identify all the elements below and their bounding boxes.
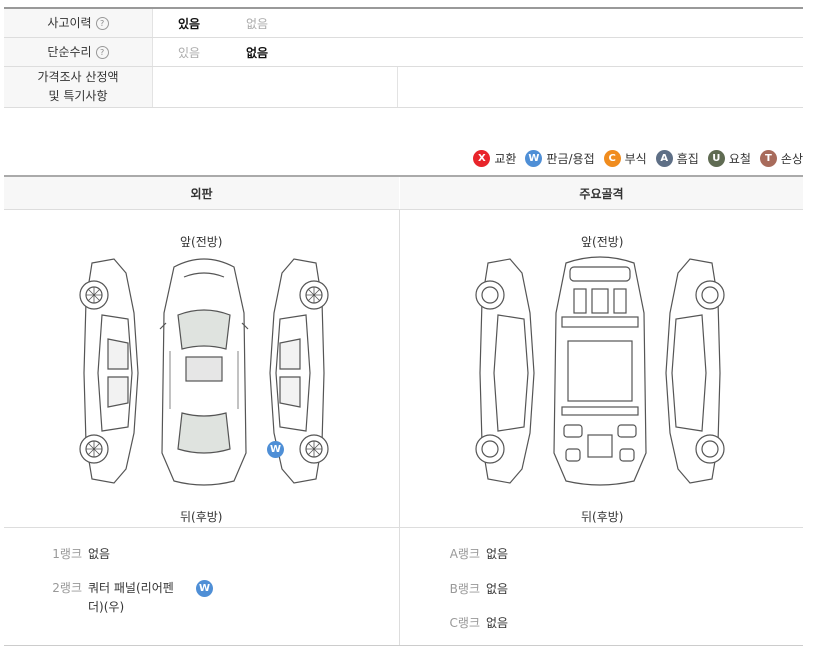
right-side-view-icon [665, 258, 725, 484]
legend-label: 요철 [728, 151, 751, 166]
row-divider [4, 527, 803, 528]
exterior-panel-header: 외판 [4, 177, 399, 210]
row-header: 사고이력 ? [4, 9, 153, 37]
legend-item-exchange: X 교환 [473, 149, 517, 167]
frame-panel-header: 주요골격 [400, 177, 803, 210]
legend-label: 손상 [780, 151, 803, 166]
accident-history-row: 사고이력 ? 있음 없음 [4, 9, 803, 38]
rank-label: 2랭크 [52, 581, 82, 595]
corrosion-marker-icon: C [603, 149, 621, 167]
front-label: 앞(전방) [180, 235, 223, 249]
column-divider [399, 209, 400, 645]
legend-label: 부식 [624, 151, 647, 166]
exchange-marker-icon: X [473, 149, 491, 167]
frame-car-diagram-icon [475, 256, 725, 486]
legend-item-damage: T 손상 [759, 149, 803, 167]
rank-value-line1: 쿼터 패널(리어펜 [88, 581, 174, 595]
rank-row-2: 2랭크 쿼터 패널(리어펜 더)(우) W [46, 579, 246, 623]
legend-label: 흠집 [676, 151, 699, 166]
rank-value: 없음 [486, 582, 509, 596]
option-no[interactable]: 없음 [246, 16, 269, 31]
legend-label: 판금/용접 [546, 151, 595, 166]
rank-value: 없음 [486, 616, 509, 630]
notes-label-line2: 및 특기사항 [48, 89, 108, 103]
rank-label: A랭크 [449, 547, 480, 561]
welding-damage-marker-icon[interactable]: W [267, 441, 284, 458]
option-no[interactable]: 없음 [246, 45, 269, 60]
diagram-table: 외판 주요골격 앞(전방) 뒤(후방) 앞(전방) 뒤(후방) [4, 175, 803, 646]
rank-label: 1랭크 [52, 547, 82, 561]
notes-label-line1: 가격조사 산정액 [37, 70, 119, 84]
option-yes[interactable]: 있음 [178, 45, 201, 60]
frame-top-view-icon [553, 256, 647, 486]
legend-item-dent: U 요철 [707, 149, 751, 167]
option-yes[interactable]: 있음 [178, 16, 201, 31]
front-label: 앞(전방) [581, 235, 624, 249]
notes-row: 가격조사 산정액 및 특기사항 [4, 67, 803, 108]
rank-value: 없음 [486, 547, 509, 561]
legend-item-corrosion: C 부식 [603, 149, 647, 167]
damage-legend: X 교환 W 판금/용접 C 부식 A 흠집 U 요철 T 손상 [464, 149, 803, 167]
left-side-view-icon [475, 258, 535, 484]
welding-damage-marker-icon: W [196, 580, 213, 597]
legend-item-welding: W 판금/용접 [525, 149, 595, 167]
accident-history-label: 사고이력 [47, 15, 92, 30]
row-header: 가격조사 산정액 및 특기사항 [4, 67, 153, 107]
top-view-icon [159, 258, 249, 486]
dent-marker-icon: U [707, 149, 725, 167]
welding-marker-icon: W [525, 149, 543, 167]
right-side-view-icon [269, 258, 329, 484]
simple-repair-label: 단순수리 [47, 44, 92, 59]
simple-repair-row: 단순수리 ? 있음 없음 [4, 38, 803, 67]
help-icon[interactable]: ? [95, 45, 109, 59]
row-header: 단순수리 ? [4, 38, 153, 66]
rank-value: 없음 [88, 547, 111, 561]
scratch-marker-icon: A [655, 149, 673, 167]
history-table: 사고이력 ? 있음 없음 단순수리 ? 있음 없음 가격조사 산정액 및 특기사… [4, 7, 803, 108]
rear-label: 뒤(후방) [581, 510, 624, 524]
left-side-view-icon [79, 258, 139, 484]
column-divider [397, 67, 398, 107]
help-icon[interactable]: ? [95, 16, 109, 30]
rear-label: 뒤(후방) [180, 510, 223, 524]
legend-label: 교환 [494, 151, 517, 166]
rank-label: B랭크 [449, 582, 480, 596]
damage-marker-icon: T [759, 149, 777, 167]
legend-item-scratch: A 흠집 [655, 149, 699, 167]
exterior-car-diagram-icon [79, 258, 329, 486]
rank-value-line2: 더)(우) [88, 600, 125, 614]
rank-label: C랭크 [449, 616, 480, 630]
